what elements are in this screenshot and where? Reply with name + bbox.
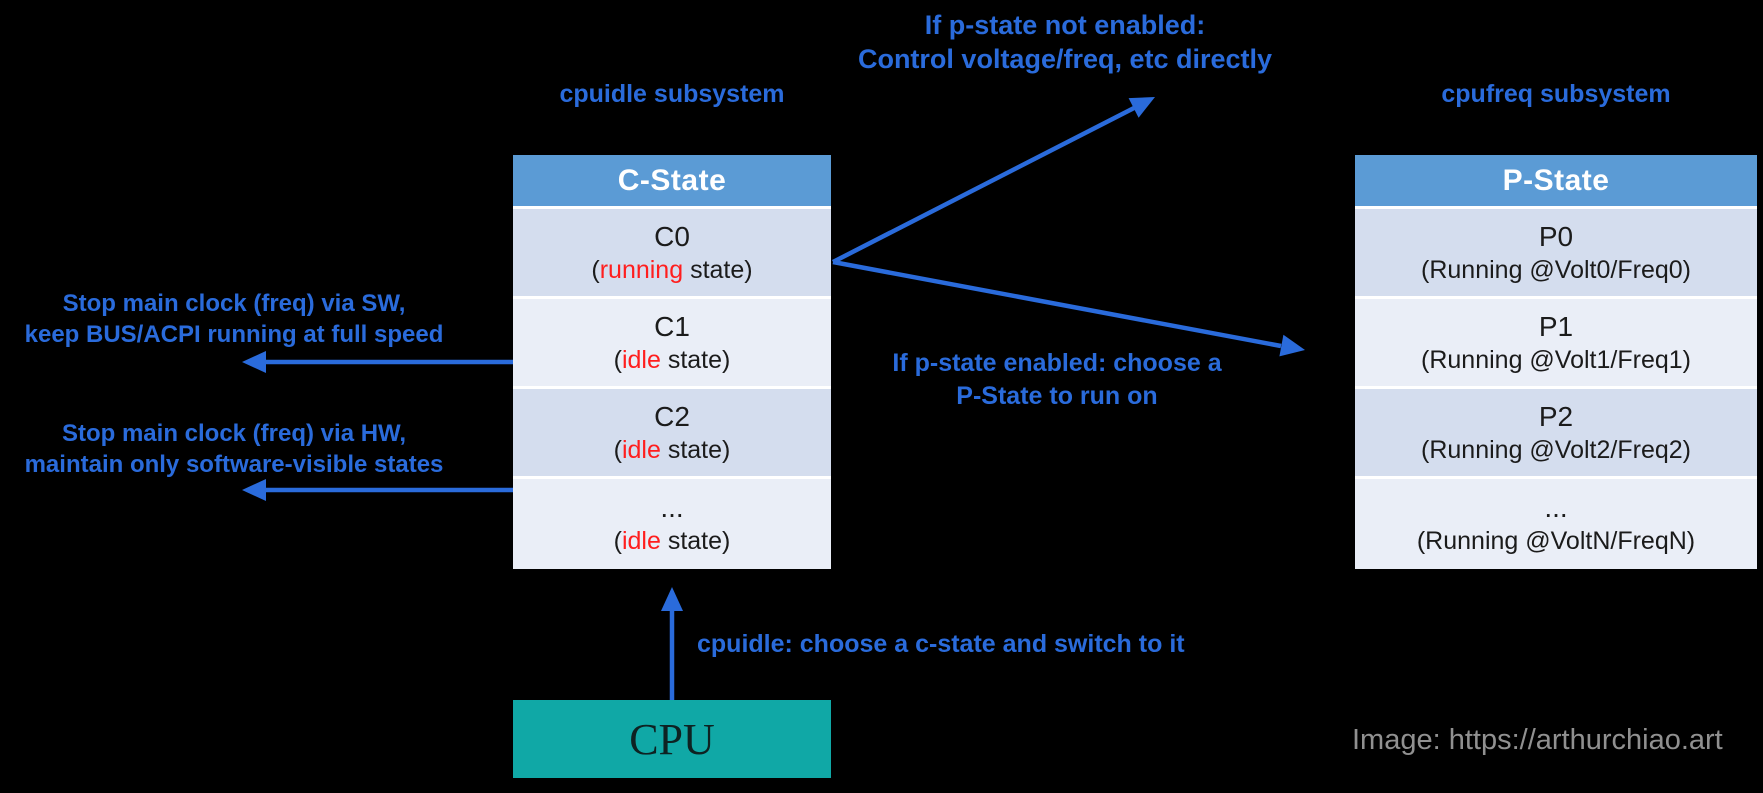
state-desc: (Running @Volt1/Freq1) (1421, 345, 1691, 374)
arrowhead-direct-control (1128, 97, 1155, 118)
state-name: ... (660, 492, 684, 523)
note-pstate-not-enabled: If p-state not enabled: Control voltage/… (790, 8, 1340, 76)
arrowhead-cstate (661, 587, 683, 611)
pstate-row-p2: P2 (Running @Volt2/Freq2) (1355, 389, 1757, 479)
state-name: P2 (1538, 400, 1574, 432)
desc-close: state) (660, 345, 731, 374)
note-line-1: If p-state enabled: choose a (892, 349, 1222, 377)
state-name: P1 (1538, 310, 1574, 342)
state-name: P0 (1538, 220, 1574, 252)
note-line-1: If p-state not enabled: (924, 10, 1206, 40)
desc-close: state) (660, 435, 731, 464)
desc-open: ( (613, 435, 622, 464)
state-desc: (idle state) (614, 346, 731, 375)
state-desc: (idle state) (614, 527, 731, 556)
arrow-c0-to-pstate (832, 259, 1282, 349)
state-name: C1 (654, 310, 690, 342)
arrowhead-hw-note (242, 479, 266, 501)
note-line-1: Stop main clock (freq) via SW, (62, 290, 406, 317)
cstate-row-c1: C1 (idle state) (513, 299, 831, 389)
state-keyword: idle (621, 527, 661, 555)
watermark: Image: https://arthurchiao.art (1352, 724, 1723, 756)
cpu-box: CPU (513, 700, 831, 778)
pstate-row-p1: P1 (Running @Volt1/Freq1) (1355, 299, 1757, 389)
state-keyword: idle (621, 435, 661, 464)
arrow-c0-to-direct-control (831, 105, 1136, 265)
note-line-1: Stop main clock (freq) via HW, (61, 420, 407, 447)
state-desc: (idle state) (614, 436, 731, 465)
state-desc: (Running @Volt0/Freq0) (1421, 255, 1691, 284)
state-name: ... (1544, 492, 1568, 523)
pstate-table-header: P-State (1355, 155, 1757, 209)
desc-open: ( (591, 255, 600, 284)
label-cpufreq-subsystem: cpufreq subsystem (1441, 80, 1671, 108)
state-keyword: running (599, 255, 684, 284)
pstate-row-p0: P0 (Running @Volt0/Freq0) (1355, 209, 1757, 299)
pstate-table: P-State P0 (Running @Volt0/Freq0) P1 (Ru… (1355, 155, 1757, 569)
state-desc: (running state) (591, 256, 752, 285)
arrowhead-pstate (1279, 334, 1305, 357)
note-pstate-enabled: If p-state enabled: choose a P-State to … (877, 347, 1237, 413)
note-cpuidle-action: cpuidle: choose a c-state and switch to … (697, 630, 1185, 658)
desc-open: ( (613, 345, 622, 374)
state-keyword: idle (621, 345, 661, 374)
note-line-2: maintain only software-visible states (24, 451, 444, 478)
cstate-row-c0: C0 (running state) (513, 209, 831, 299)
note-line-2: keep BUS/ACPI running at full speed (24, 321, 444, 348)
cstate-table: C-State C0 (running state) C1 (idle stat… (513, 155, 831, 569)
state-name: C0 (654, 220, 690, 252)
state-desc: (Running @VoltN/FreqN) (1416, 527, 1696, 555)
desc-close: state) (683, 255, 753, 284)
desc-open: ( (613, 527, 622, 555)
cpu-label: CPU (629, 714, 715, 764)
cstate-table-header: C-State (513, 155, 831, 209)
note-line-2: P-State to run on (956, 382, 1158, 410)
state-desc: (Running @Volt2/Freq2) (1421, 435, 1691, 464)
note-stop-clock-sw: Stop main clock (freq) via SW, keep BUS/… (8, 288, 460, 350)
cstate-row-ellipsis: ... (idle state) (513, 479, 831, 569)
state-name: C2 (654, 400, 690, 432)
note-line-2: Control voltage/freq, etc directly (857, 44, 1273, 74)
note-stop-clock-hw: Stop main clock (freq) via HW, maintain … (8, 418, 460, 480)
pstate-row-ellipsis: ... (Running @VoltN/FreqN) (1355, 479, 1757, 569)
label-cpuidle-subsystem: cpuidle subsystem (559, 80, 785, 108)
cstate-row-c2: C2 (idle state) (513, 389, 831, 479)
arrowhead-sw-note (242, 351, 266, 373)
desc-close: state) (660, 527, 731, 555)
